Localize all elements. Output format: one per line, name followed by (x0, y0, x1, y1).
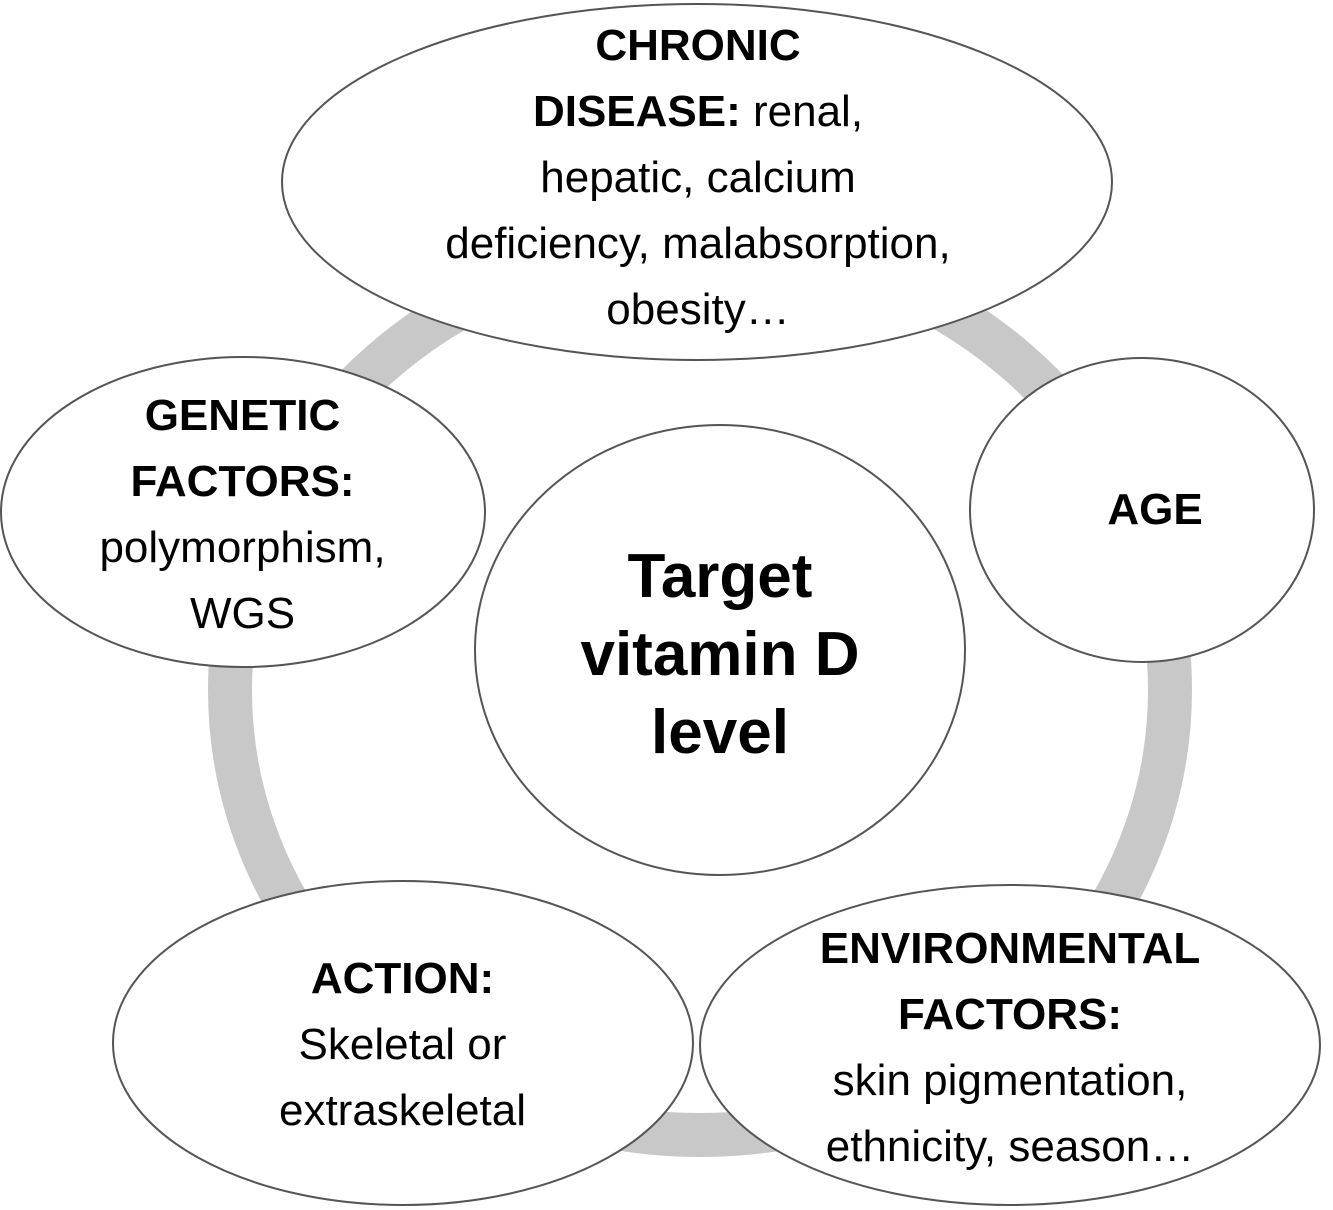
environmental-factors-ellipse (699, 884, 1321, 1206)
genetic-factors-ellipse (0, 356, 486, 668)
center-node: Target vitamin D level (475, 535, 965, 775)
action-line-3: extraskeletal (278, 1086, 526, 1135)
age-ellipse (969, 357, 1315, 663)
environmental-factors-line-4: ethnicity, season… (825, 1121, 1195, 1171)
genetic-factors-node: GENETIC FACTORS: polymorphism, WGS (0, 380, 485, 650)
center-line-2: vitamin D (580, 620, 860, 689)
center-circle (474, 424, 966, 876)
environmental-factors-node: ENVIRONMENTAL FACTORS: skin pigmentation… (700, 915, 1320, 1180)
genetic-factors-title-2: FACTORS: (130, 457, 355, 506)
genetic-factors-line-3: polymorphism, (99, 523, 386, 572)
age-title: AGE (1107, 485, 1203, 534)
chronic-disease-title-2: DISEASE: (532, 87, 741, 136)
environmental-factors-title-2: FACTORS: (897, 989, 1123, 1039)
chronic-disease-line-5: obesity… (606, 285, 790, 334)
chronic-disease-node: CHRONIC DISEASE: renal, hepatic, calcium… (283, 8, 1113, 348)
genetic-factors-title-1: GENETIC (144, 391, 341, 440)
action-node: ACTION: Skeletal or extraskeletal (115, 945, 690, 1145)
action-title: ACTION: (310, 954, 495, 1003)
chronic-disease-line-2-rest: renal, (740, 87, 864, 136)
chronic-disease-line-3: hepatic, calcium (540, 153, 856, 202)
age-node: AGE (1010, 470, 1300, 550)
center-line-3: level (651, 698, 789, 767)
action-ellipse (112, 880, 694, 1206)
genetic-factors-line-4: WGS (189, 589, 296, 638)
chronic-disease-line-2: DISEASE: renal, (533, 79, 863, 145)
action-line-2: Skeletal or (298, 1020, 507, 1069)
chronic-disease-ellipse (281, 3, 1113, 361)
environmental-factors-line-3: skin pigmentation, (832, 1055, 1188, 1105)
environmental-factors-title-1: ENVIRONMENTAL (819, 923, 1201, 973)
chronic-disease-line-4: deficiency, malabsorption, (445, 219, 951, 268)
chronic-disease-title-1: CHRONIC (595, 21, 801, 70)
center-line-1: Target (627, 542, 813, 611)
